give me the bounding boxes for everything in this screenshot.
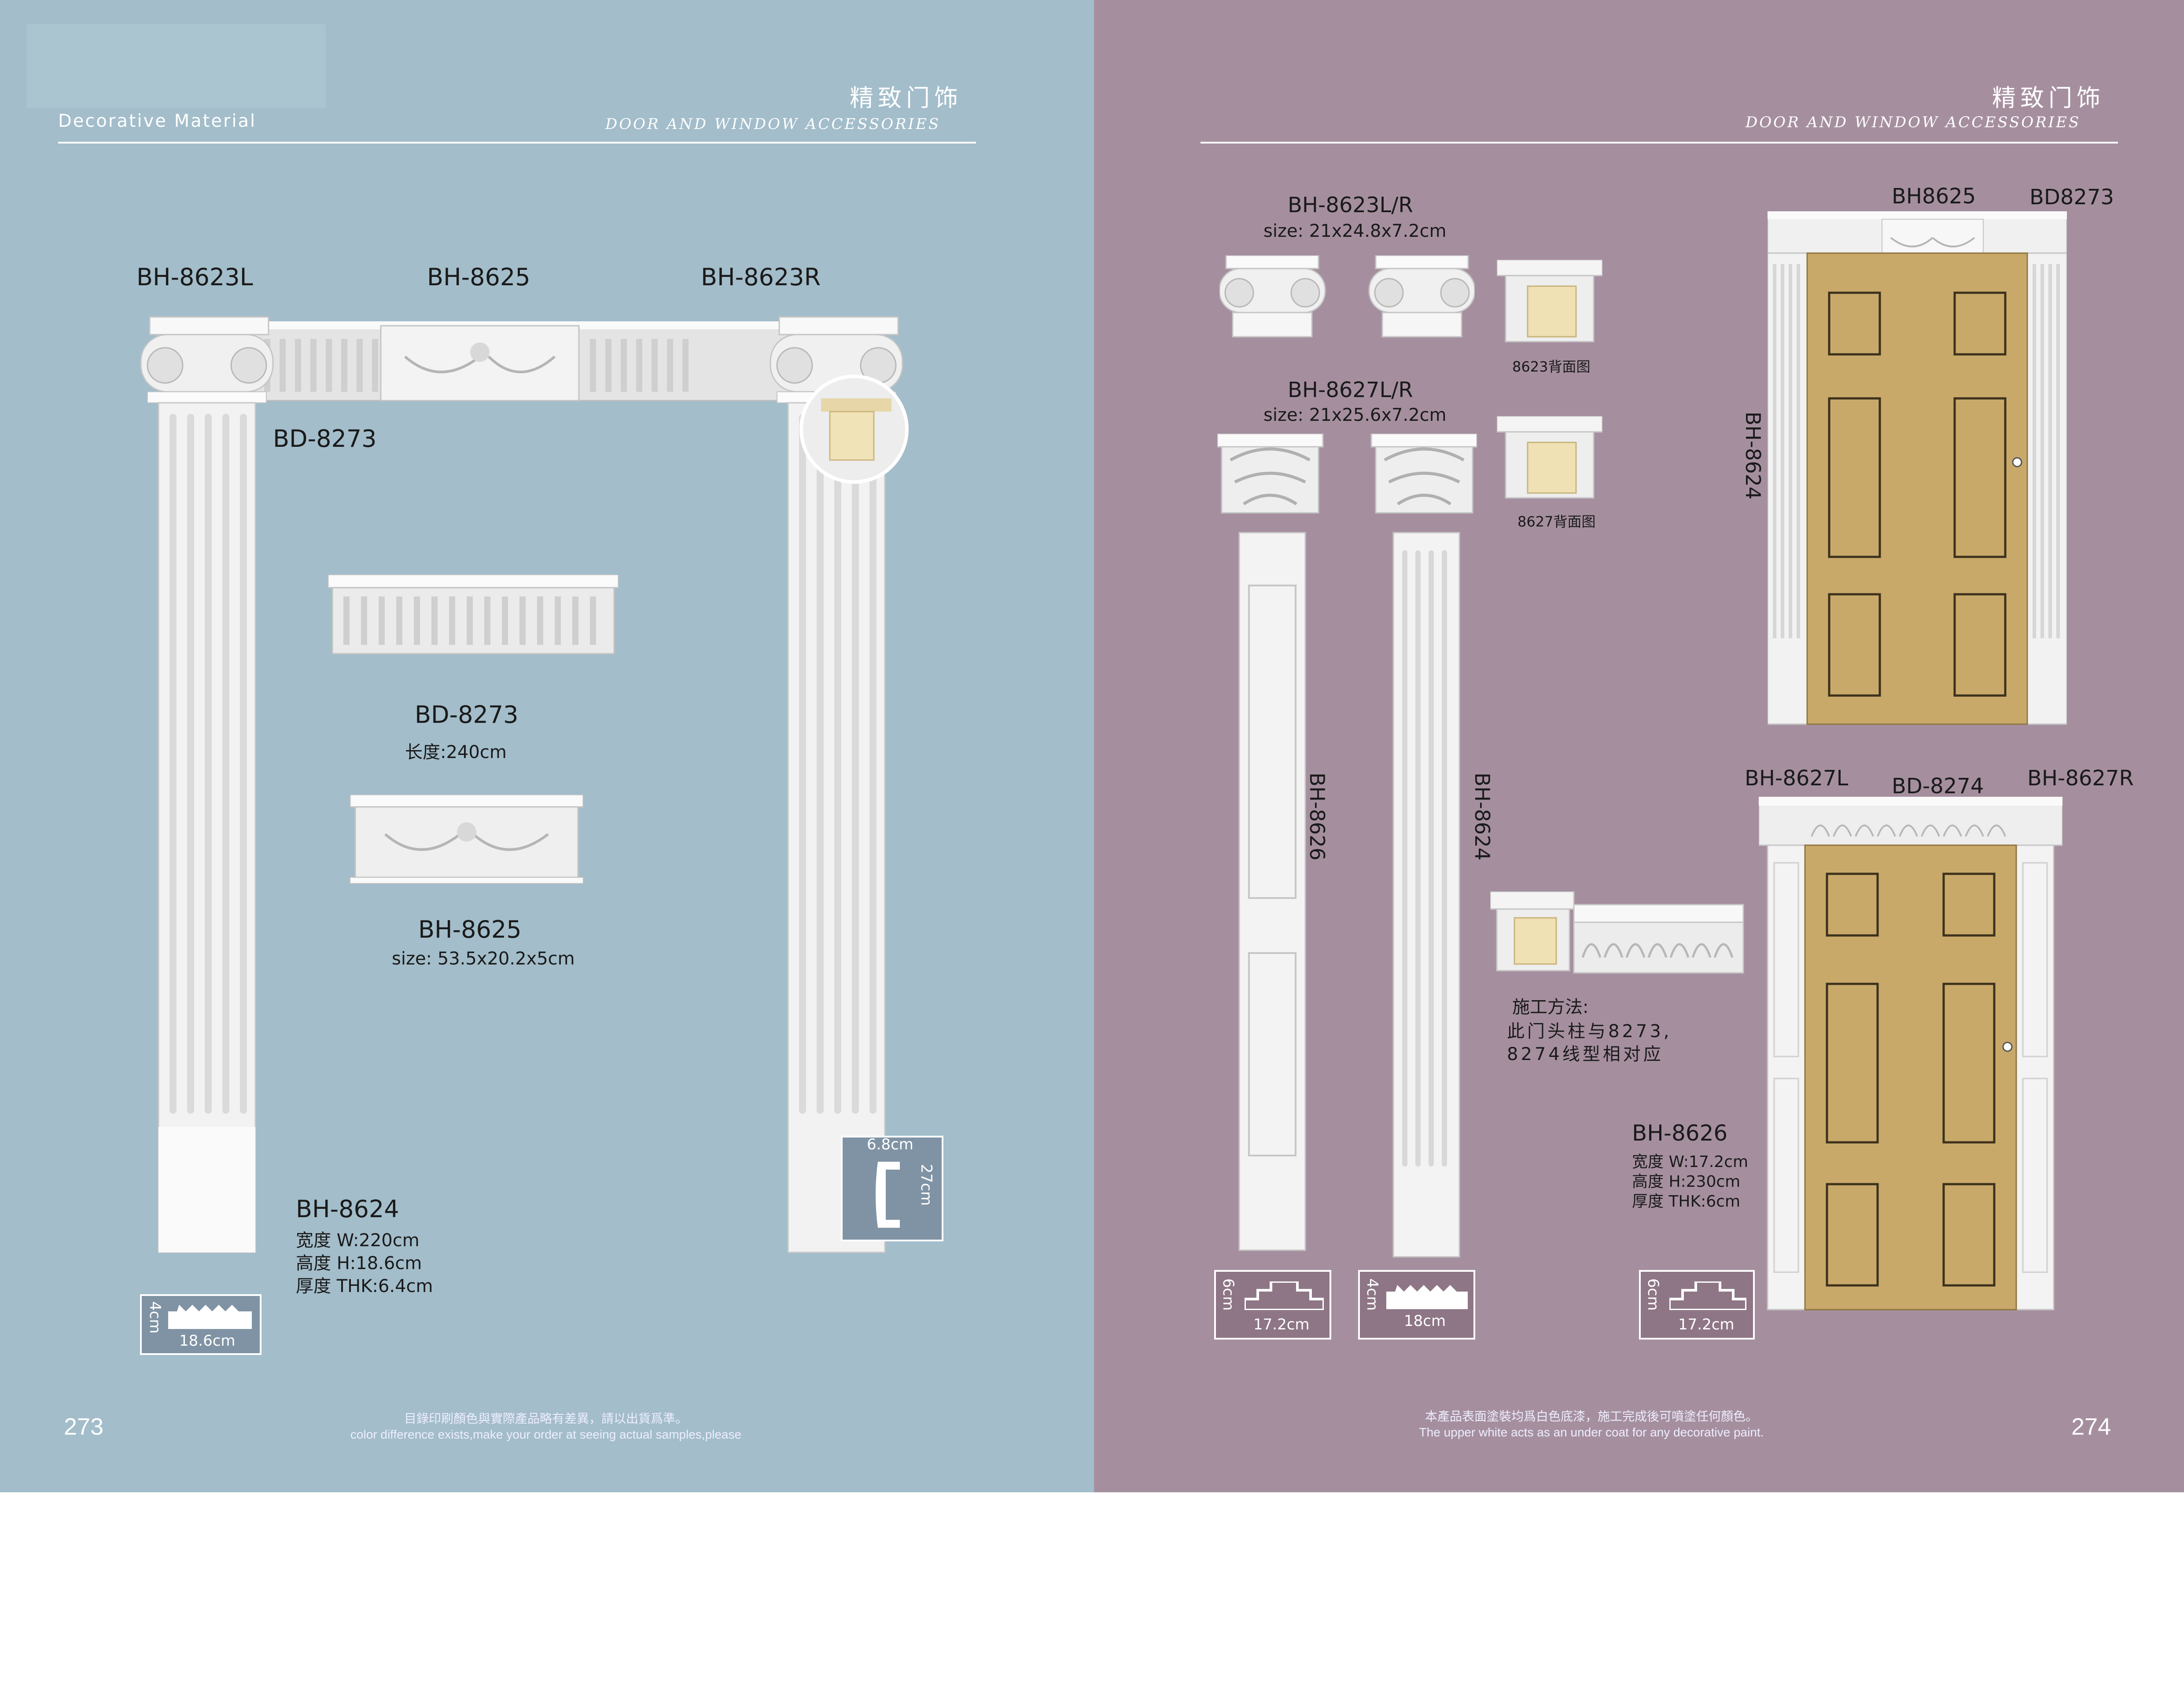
bh-8626-thickness: 厚度 THK:6cm bbox=[1632, 1193, 1741, 1211]
profile-shape bbox=[1386, 1285, 1468, 1309]
profile-height: 4cm bbox=[1363, 1278, 1381, 1311]
bh-8624-height: 高度 H:18.6cm bbox=[296, 1253, 422, 1274]
footer-en: The upper white acts as an under coat fo… bbox=[1419, 1425, 1764, 1439]
footer-cn: 目錄印刷顏色與實際產品略有差異，請以出貨爲準。 bbox=[404, 1412, 688, 1425]
method-title: 施工方法: bbox=[1512, 997, 1589, 1017]
bh-8623-capitals bbox=[1219, 255, 1475, 338]
back-8623 bbox=[1497, 260, 1602, 342]
footer: 本產品表面塗裝均爲白色底漆，施工完成後可噴塗任何顏色。 The upper wh… bbox=[1314, 1409, 1869, 1440]
profile-shape bbox=[1669, 1281, 1746, 1310]
method-line-1: 此门头柱与8273, bbox=[1507, 1021, 1672, 1042]
profile-height: 4cm bbox=[146, 1301, 164, 1334]
profile-bh-8624: 4cm 18.6cm bbox=[140, 1294, 261, 1355]
label-bd-8273: BD-8273 bbox=[415, 701, 519, 729]
profile-shape bbox=[168, 1305, 252, 1329]
profile-height: 6cm bbox=[1644, 1278, 1662, 1311]
profile-width: 6.8cm bbox=[867, 1136, 913, 1153]
bh-8625-sample bbox=[350, 795, 583, 884]
title-en: DOOR AND WINDOW ACCESSORIES bbox=[605, 115, 941, 133]
profile-bd-8273: 6.8cm 27cm bbox=[841, 1136, 943, 1241]
page-number: 273 bbox=[64, 1414, 104, 1440]
header-rule bbox=[1201, 142, 2118, 144]
label-bh-8625: BH-8625 bbox=[418, 916, 522, 943]
logo-placeholder bbox=[26, 24, 326, 108]
catalog-spread: Decorative Material 精致门饰 DOOR AND WINDOW… bbox=[0, 0, 2184, 1492]
profile-c: 6cm 17.2cm bbox=[1639, 1270, 1755, 1340]
label-bh-8623r: BH-8623R bbox=[701, 263, 821, 291]
bh-8623lr-size: size: 21x24.8x7.2cm bbox=[1263, 221, 1447, 241]
brand-text: Decorative Material bbox=[58, 111, 257, 131]
back-8623-label: 8623背面图 bbox=[1512, 358, 1591, 375]
profile-shape bbox=[1245, 1281, 1324, 1310]
page-274: 精致门饰 DOOR AND WINDOW ACCESSORIES BH-8623… bbox=[1094, 0, 2184, 1492]
back-8627 bbox=[1497, 416, 1602, 499]
label-door1-bh8625: BH8625 bbox=[1892, 184, 1976, 209]
header-rule bbox=[58, 142, 976, 144]
footer-en: color difference exists,make your order … bbox=[350, 1428, 742, 1441]
back-8627-label: 8627背面图 bbox=[1517, 513, 1596, 530]
label-door2-bd8274: BD-8274 bbox=[1892, 774, 1984, 799]
bd-8273-length: 长度:240cm bbox=[405, 742, 507, 762]
bh-8626-width: 宽度 W:17.2cm bbox=[1632, 1153, 1749, 1171]
footer: 目錄印刷顏色與實際產品略有差異，請以出貨爲準。 color difference… bbox=[264, 1411, 828, 1443]
page-273: Decorative Material 精致门饰 DOOR AND WINDOW… bbox=[0, 0, 1094, 1492]
label-bh-8626: BH-8626 bbox=[1632, 1120, 1728, 1146]
profile-a: 6cm 17.2cm bbox=[1214, 1270, 1331, 1340]
page-number: 274 bbox=[2071, 1414, 2111, 1440]
profile-width: 18.6cm bbox=[179, 1332, 236, 1350]
label-bh-8624: BH-8624 bbox=[296, 1195, 399, 1223]
frieze-flutes bbox=[264, 339, 689, 392]
door-2-illustration bbox=[1759, 797, 2062, 1310]
corner-combination bbox=[1490, 891, 1744, 974]
back-view-circle bbox=[799, 375, 909, 484]
label-door1-bd8273: BD8273 bbox=[2029, 185, 2114, 210]
bh-8624-width: 宽度 W:220cm bbox=[296, 1230, 420, 1251]
label-bh-8623lr: BH-8623L/R bbox=[1288, 193, 1413, 217]
label-bh-8624-vertical: BH-8624 bbox=[1470, 773, 1494, 861]
door-frame-illustration bbox=[140, 316, 903, 1253]
footer-cn: 本產品表面塗裝均爲白色底漆，施工完成後可噴塗任何顏色。 bbox=[1425, 1410, 1758, 1423]
label-door2-bh8627l: BH-8627L bbox=[1745, 766, 1849, 791]
bh-8627lr-size: size: 21x25.6x7.2cm bbox=[1263, 405, 1447, 425]
label-door2-bh8627r: BH-8627R bbox=[2027, 766, 2134, 791]
title-cn: 精致门饰 bbox=[850, 84, 962, 112]
door-1-illustration bbox=[1768, 211, 2067, 725]
profile-shape bbox=[876, 1162, 900, 1228]
bh-8627-pilasters bbox=[1217, 434, 1477, 1258]
title-en: DOOR AND WINDOW ACCESSORIES bbox=[1746, 114, 2081, 131]
profile-width: 17.2cm bbox=[1253, 1316, 1310, 1333]
method-line-2: 8274线型相对应 bbox=[1507, 1044, 1664, 1064]
title-cn: 精致门饰 bbox=[1992, 84, 2105, 112]
label-bd-8273-top: BD-8273 bbox=[273, 425, 377, 453]
label-bh-8623l: BH-8623L bbox=[136, 263, 253, 291]
profile-width: 17.2cm bbox=[1678, 1316, 1735, 1333]
label-bh-8627lr: BH-8627L/R bbox=[1288, 378, 1413, 402]
bh-8624-thickness: 厚度 THK:6.4cm bbox=[296, 1276, 433, 1296]
profile-height: 27cm bbox=[917, 1164, 935, 1206]
label-door1-bh8624: BH-8624 bbox=[1741, 412, 1765, 500]
profile-height: 6cm bbox=[1219, 1278, 1237, 1311]
profile-b: 4cm 18cm bbox=[1358, 1270, 1475, 1340]
label-bh-8626-vertical: BH-8626 bbox=[1305, 773, 1329, 861]
bd-8273-moulding bbox=[328, 574, 619, 655]
profile-width: 18cm bbox=[1404, 1312, 1446, 1330]
label-bh-8625-top: BH-8625 bbox=[427, 263, 530, 291]
bh-8625-size: size: 53.5x20.2x5cm bbox=[392, 949, 575, 969]
bh-8626-height: 高度 H:230cm bbox=[1632, 1173, 1741, 1191]
